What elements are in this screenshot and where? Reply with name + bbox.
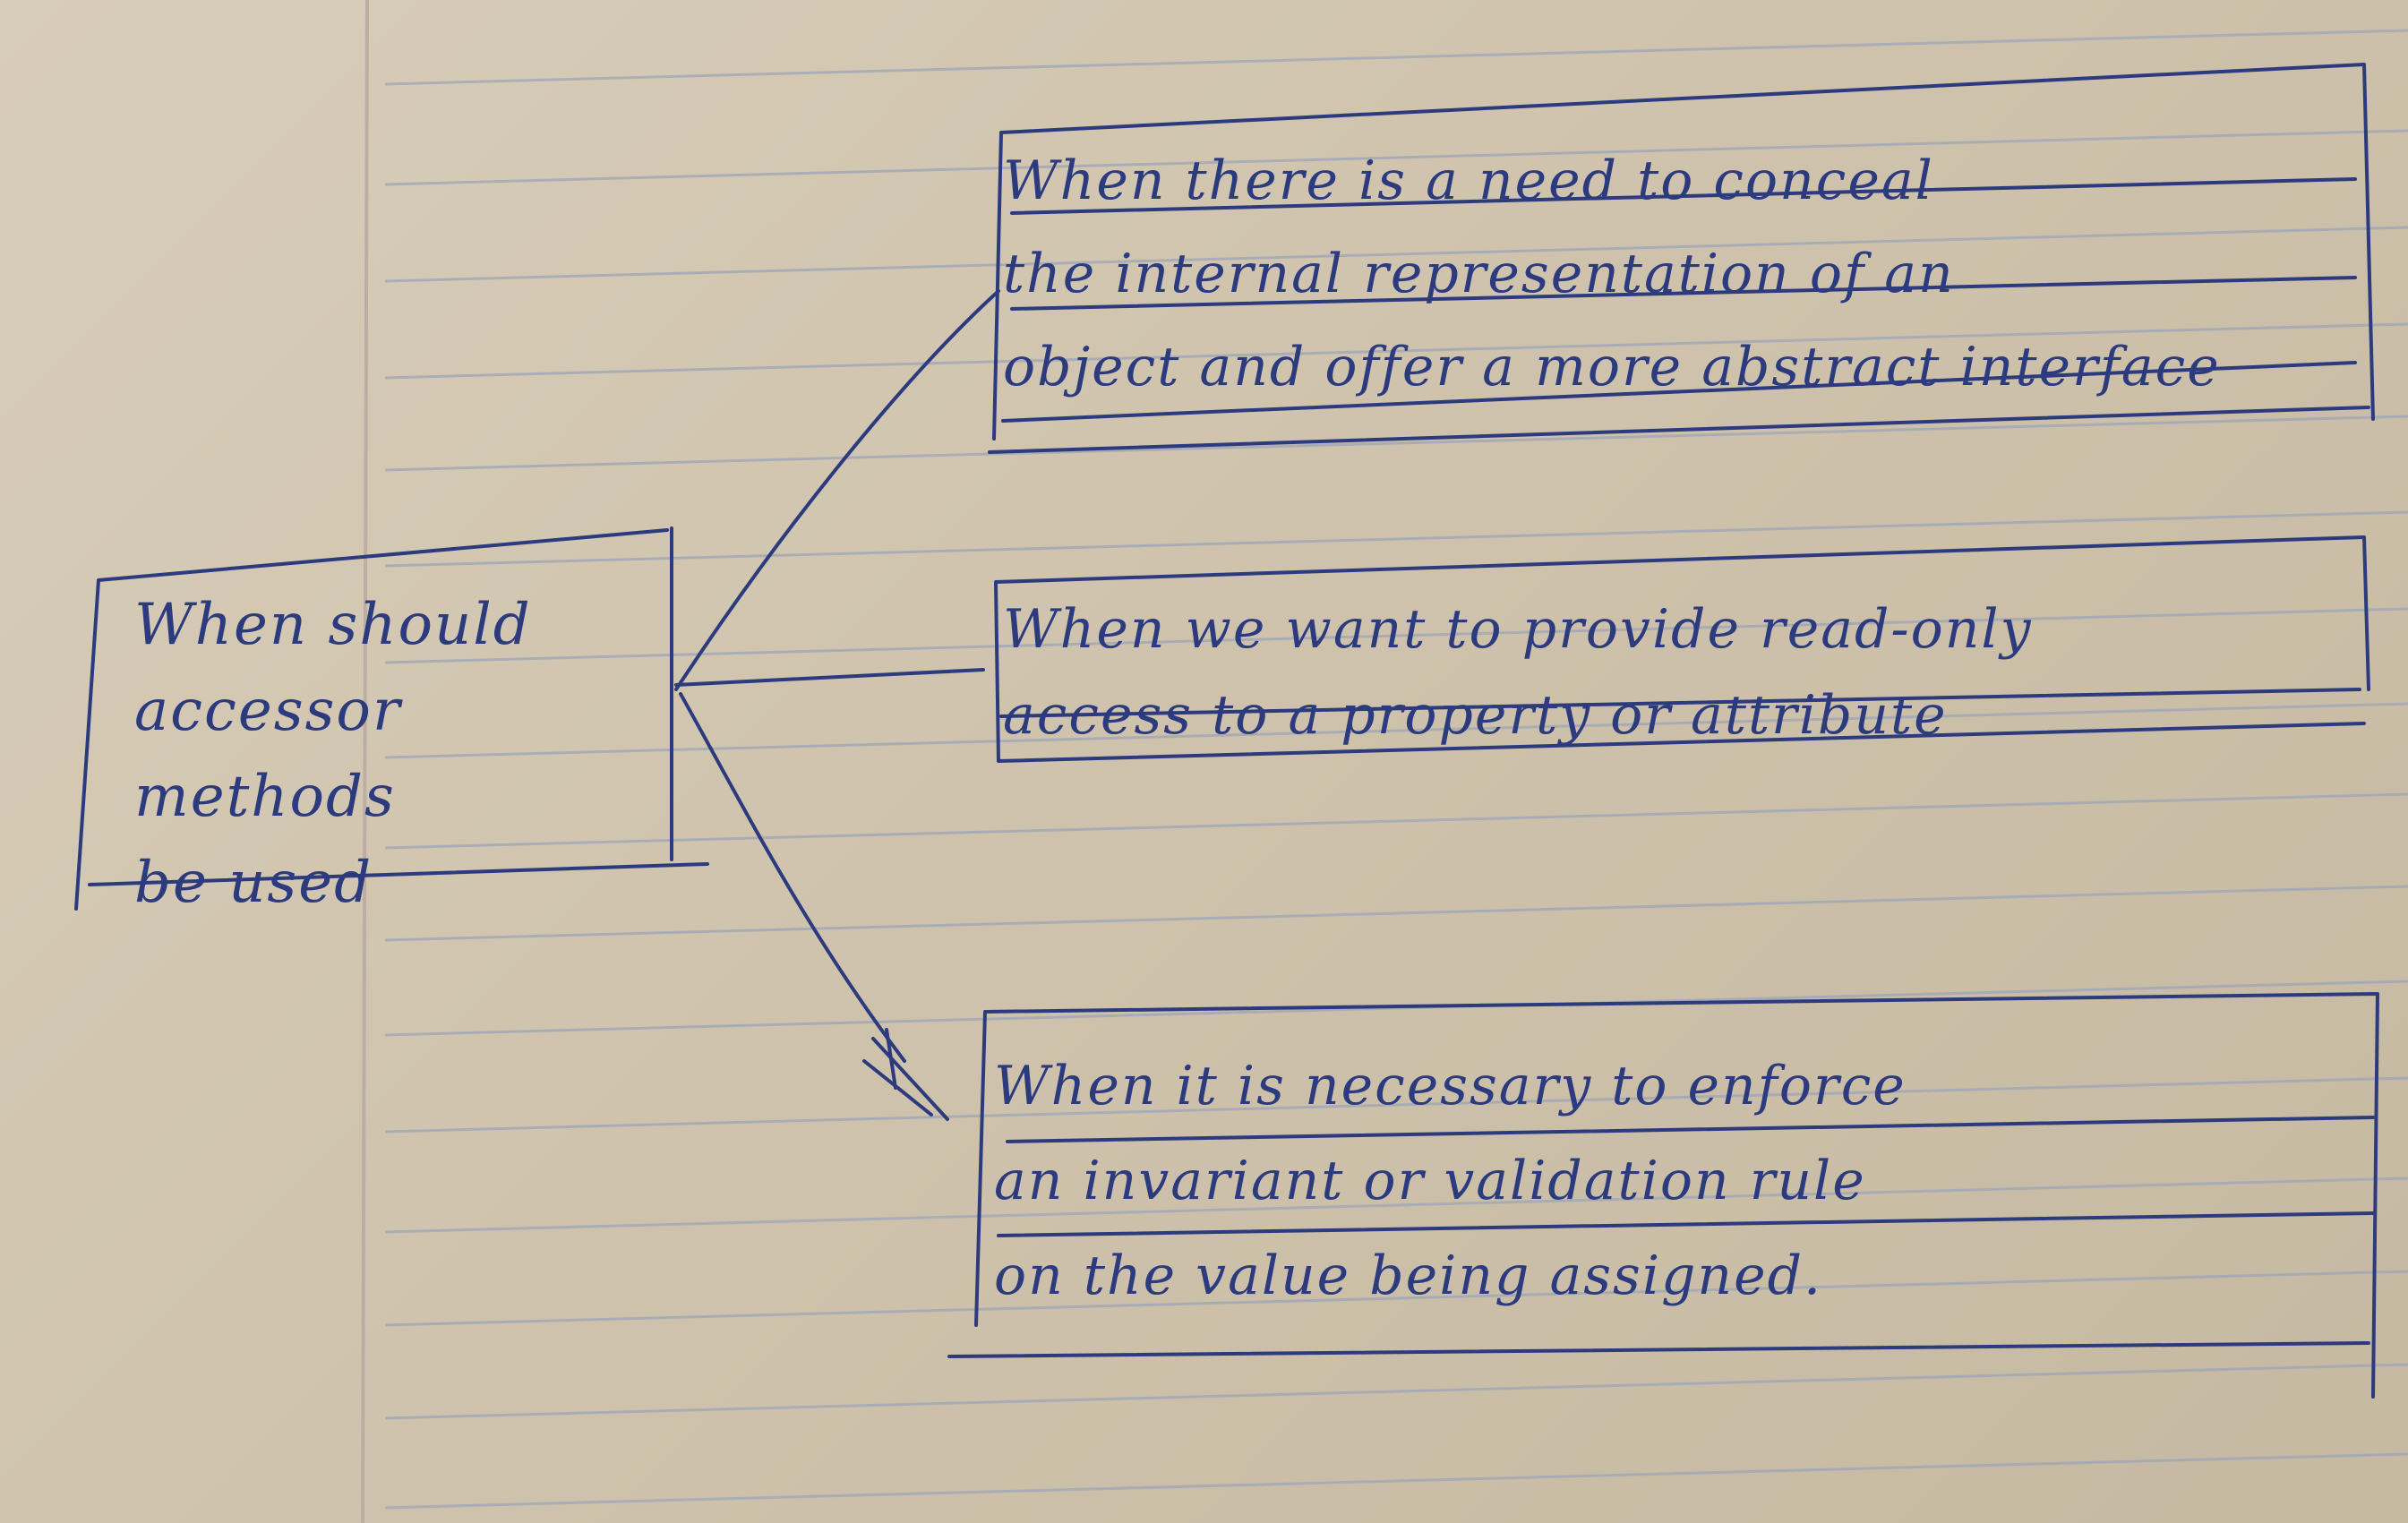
rule-line bbox=[384, 29, 2408, 86]
branch-3-text: When it is necessary to enforce an invar… bbox=[994, 1055, 1907, 1307]
branch-box-3 bbox=[947, 992, 2379, 1399]
connector-bottom bbox=[679, 692, 906, 1063]
rule-line bbox=[384, 1270, 2408, 1327]
branch-1-text: When there is a need to conceal the inte… bbox=[1003, 150, 2221, 398]
text-underline-4 bbox=[997, 1211, 2375, 1237]
rule-line bbox=[384, 510, 2408, 568]
central-node-box bbox=[74, 526, 709, 911]
central-node-text: When should accessor methods be used bbox=[134, 592, 532, 916]
rule-line bbox=[384, 1076, 2408, 1134]
text-underline-3 bbox=[1006, 1116, 2375, 1143]
text-underline-2 bbox=[1010, 276, 2357, 311]
rule-line bbox=[384, 702, 2408, 759]
rule-line bbox=[384, 792, 2408, 850]
rule-line bbox=[384, 1452, 2408, 1510]
connector-middle bbox=[674, 668, 985, 687]
rule-line bbox=[384, 322, 2408, 380]
rule-line bbox=[384, 226, 2408, 283]
branch-box-1 bbox=[988, 63, 2375, 454]
rule-line bbox=[384, 607, 2408, 664]
rule-line bbox=[384, 1363, 2408, 1420]
rule-line bbox=[384, 1176, 2408, 1234]
rule-line bbox=[384, 885, 2408, 942]
margin-line bbox=[361, 0, 369, 1523]
rule-line bbox=[384, 129, 2408, 186]
rule-line bbox=[384, 415, 2408, 472]
arrow-head-bottom bbox=[862, 1028, 949, 1121]
text-underline-1 bbox=[1010, 177, 2357, 215]
branch-box-2 bbox=[994, 535, 2370, 763]
connector-top bbox=[674, 289, 1000, 691]
branch-2-text: When we want to provide read-only access… bbox=[1003, 598, 2033, 747]
